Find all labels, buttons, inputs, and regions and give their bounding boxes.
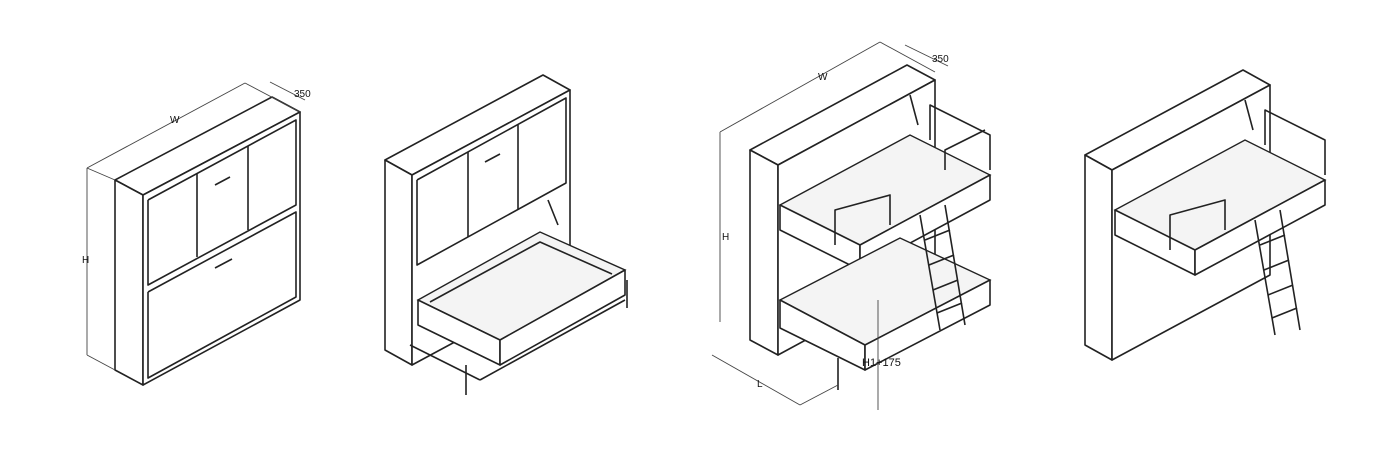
depth-label: 350 (294, 89, 311, 100)
length-label: L (757, 379, 763, 390)
figure-single-bed-open (384, 74, 628, 395)
ladder (1254, 209, 1301, 336)
dimension-lines (86, 81, 306, 371)
height-label: H (82, 255, 89, 266)
width-label: W (818, 72, 828, 83)
bed-height-label: H1+175 (862, 357, 901, 369)
loft-bed (1113, 99, 1327, 276)
figure-closed-cabinet: W 350 H (82, 81, 311, 386)
bed-platform (409, 199, 628, 395)
ladder (919, 204, 966, 331)
depth-label: 350 (932, 54, 949, 65)
height-label: H (722, 232, 729, 243)
dimension-lines (711, 41, 949, 410)
figure-bunk-bed-open: W 350 H L H1+175 (711, 41, 992, 410)
lower-bed (778, 237, 992, 390)
figure-loft-bed-open (1084, 69, 1327, 361)
width-label: W (170, 115, 180, 126)
